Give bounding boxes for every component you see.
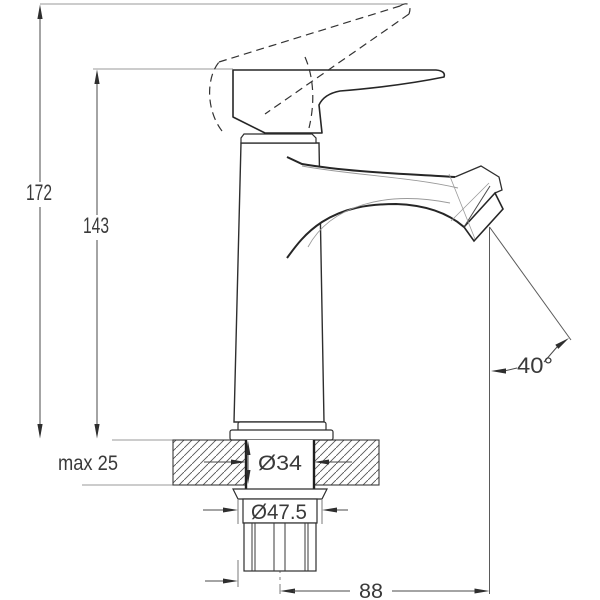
under-counter-fixing <box>232 488 328 572</box>
arrow-left-icon <box>314 459 329 465</box>
arrow-left-icon <box>322 507 337 513</box>
dim-max25-label: max 25 <box>58 452 118 475</box>
arrow-up-icon <box>94 69 100 84</box>
spout-inner-line-upper <box>301 165 459 189</box>
dim-143-label: 143 <box>83 213 109 238</box>
arrow-up-icon <box>37 4 43 19</box>
dimension-stream-angle: 40° <box>489 226 572 594</box>
dimension-hole-diameter: Ø34 <box>204 448 352 475</box>
dimension-total-height: 172 <box>26 4 52 439</box>
arrow-right-icon <box>223 578 238 584</box>
spout-underside-edge <box>286 202 465 259</box>
cartridge-ring <box>240 133 317 144</box>
thread-lines <box>251 523 309 571</box>
threaded-shank <box>243 522 317 572</box>
dimension-spout-reach: 88 <box>280 580 490 600</box>
stream-angled-line <box>489 226 572 341</box>
dimension-nut-diameter: Ø47.5 <box>203 501 348 524</box>
raised-handle-lower-edge <box>264 13 410 115</box>
dim-172-label: 172 <box>26 180 52 205</box>
arrow-right-icon <box>231 459 246 465</box>
arrow-down-icon <box>245 470 251 484</box>
dimension-deck-thickness: max 25 <box>58 441 251 484</box>
arrow-left-icon <box>280 588 295 594</box>
spout-inner-line-lower <box>307 198 451 248</box>
arrow-down-icon <box>94 424 100 439</box>
handle-lever-raised-dashed <box>209 3 411 132</box>
arrow-right-icon <box>223 507 238 513</box>
arrow-up-right-icon <box>555 338 569 349</box>
raised-handle-front-curve <box>304 56 314 129</box>
spout-tip-cap <box>454 165 503 194</box>
arrow-down-icon <box>37 424 43 439</box>
base-flange-lower <box>229 429 334 441</box>
arrow-left-icon <box>491 368 506 374</box>
dimension-body-height: 143 <box>83 69 109 439</box>
spout <box>286 156 504 259</box>
raised-handle-upper-edge <box>218 5 401 63</box>
spout-fill <box>287 157 503 258</box>
dim-d475-label: Ø47.5 <box>251 501 307 524</box>
spout-tip-shading-2 <box>450 182 490 222</box>
raised-handle-tip <box>399 3 411 15</box>
aerator-division-line <box>463 185 491 228</box>
dim-40deg-label: 40° <box>517 353 553 378</box>
raised-handle-back-curve <box>209 61 223 132</box>
dim-88-label: 88 <box>359 580 383 600</box>
arrow-right-icon <box>474 588 490 594</box>
arrow-up-icon <box>245 441 251 455</box>
thread-edge-leader <box>205 578 238 584</box>
spout-tip-shading-1 <box>448 173 476 240</box>
spout-top-edge <box>286 156 456 178</box>
handle-lever-solid <box>232 69 446 134</box>
dim-d34-label: Ø34 <box>258 452 302 475</box>
fixing-washer <box>232 488 328 500</box>
aerator-block <box>462 191 504 243</box>
extension-lines <box>40 3 405 587</box>
